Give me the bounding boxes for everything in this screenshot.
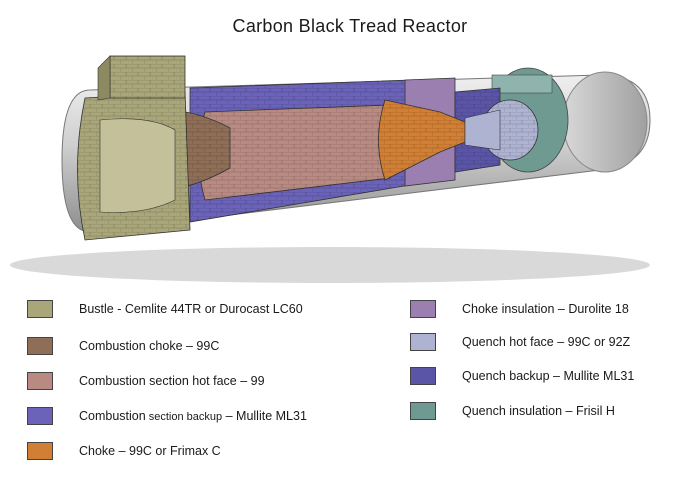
legend-swatch xyxy=(27,337,53,355)
legend-label: Quench backup – Mullite ML31 xyxy=(462,369,635,383)
legend-swatch xyxy=(27,372,53,390)
legend-swatch xyxy=(410,402,436,420)
legend-item-quench-insulation: Quench insulation – Frisil H xyxy=(410,400,615,422)
legend-swatch xyxy=(410,367,436,385)
legend-label: Bustle - Cemlite 44TR or Durocast LC60 xyxy=(79,302,303,316)
legend-label: Quench insulation – Frisil H xyxy=(462,404,615,418)
legend-swatch xyxy=(410,333,436,351)
legend-label: Choke insulation – Durolite 18 xyxy=(462,302,629,316)
legend-label: Combustion choke – 99C xyxy=(79,339,220,353)
legend-label: Choke – 99C or Frimax C xyxy=(79,444,221,458)
legend-item-choke: Choke – 99C or Frimax C xyxy=(27,440,221,462)
legend-swatch xyxy=(27,407,53,425)
reactor-cutaway-diagram xyxy=(10,55,651,283)
legend-item-choke-insulation: Choke insulation – Durolite 18 xyxy=(410,298,629,320)
legend-item-quench-backup: Quench backup – Mullite ML31 xyxy=(410,365,634,387)
diagram-title: Carbon Black Tread Reactor xyxy=(232,16,468,36)
legend-label: Combustion section hot face – 99 xyxy=(79,374,265,388)
legend-item-bustle: Bustle - Cemlite 44TR or Durocast LC60 xyxy=(27,298,303,320)
shell-end-cap xyxy=(562,71,648,173)
legend-item-combustion-choke: Combustion choke – 99C xyxy=(27,335,219,357)
legend-swatch xyxy=(27,300,53,318)
ground-shadow xyxy=(10,247,650,283)
legend-swatch xyxy=(410,300,436,318)
legend-label: Quench hot face – 99C or 92Z xyxy=(462,335,631,349)
quench-insulation-top xyxy=(491,74,553,94)
legend-swatch xyxy=(27,442,53,460)
legend-item-combustion-backup: Combustion section backup – Mullite ML31 xyxy=(27,405,307,427)
legend-label: Combustion section backup – Mullite ML31 xyxy=(79,409,307,423)
legend-item-combustion-hot-face: Combustion section hot face – 99 xyxy=(27,370,265,392)
legend-item-quench-hot-face: Quench hot face – 99C or 92Z xyxy=(410,331,630,353)
